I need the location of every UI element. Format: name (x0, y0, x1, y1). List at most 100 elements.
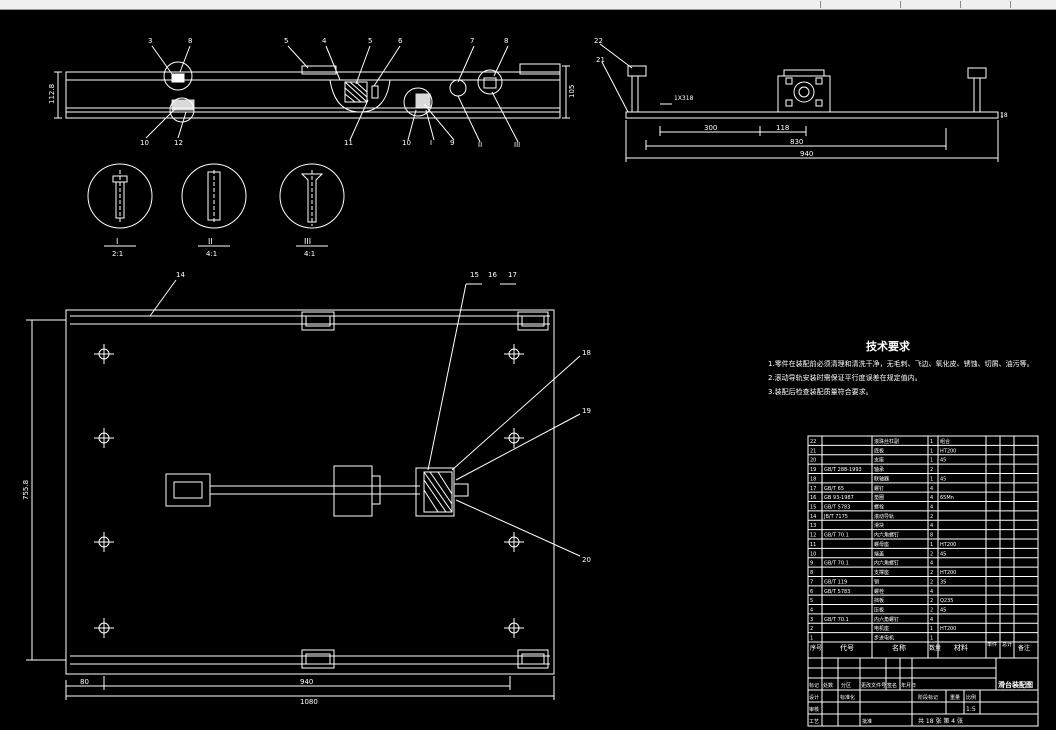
bom-cell: 4 (930, 495, 933, 501)
balloon-label: 6 (398, 37, 403, 45)
bom-header-cell: 序号 (810, 644, 822, 652)
side-view (599, 43, 1003, 162)
bom-cell: 18 (810, 476, 816, 482)
bom-cell: 4 (930, 523, 933, 529)
bom-cell: HT200 (940, 570, 956, 576)
balloon-label: 14 (176, 271, 185, 279)
dim-front-right: 105 (568, 85, 576, 98)
title-block-label: 审核 (809, 706, 819, 713)
bom-cell: 45 (940, 458, 946, 464)
title-block-label: 批准 (862, 718, 872, 725)
bom-cell: JB/T 7175 (823, 514, 848, 520)
balloon-label: 5 (284, 37, 288, 45)
bom-cell: 4 (930, 617, 933, 623)
bom-header-cell: 总计 (1002, 641, 1012, 648)
bom-cell: 2 (930, 598, 933, 604)
bom-cell: 电机座 (874, 625, 889, 632)
bom-cell: 螺钉 (874, 485, 884, 492)
bom-cell: 压板 (874, 607, 884, 614)
bom-cell: HT200 (940, 542, 956, 548)
bom-cell: 20 (810, 458, 816, 464)
bom-cell: 17 (810, 486, 816, 492)
bom-cell: 2 (810, 626, 813, 632)
dim-plan-left: 80 (80, 678, 89, 686)
front-view-labels: 3 8 5 4 5 6 7 8 10 12 11 10 I 9 II III 1… (48, 37, 576, 149)
tech-req-item: 2.滚动导轨安装时需保证平行度误差在规定值内。 (768, 373, 922, 382)
bom-cell: 8 (930, 533, 933, 539)
titlebar-divider (1010, 1, 1011, 8)
bom-cell: GB/T 65 (824, 486, 844, 492)
bom-cell: 9 (810, 561, 813, 567)
bom-cell: 14 (810, 514, 816, 520)
dim-side-3: 830 (790, 138, 803, 146)
detail-scale-2: 4:1 (206, 250, 217, 258)
bom-cell: 2 (930, 570, 933, 576)
bom-cell: 16 (810, 495, 816, 501)
bom-cell: 螺栓 (874, 588, 884, 595)
bom-cell: 步进电机 (874, 635, 894, 642)
bom-header-cell: 名称 (892, 643, 906, 652)
dim-side-right: 18 (1000, 112, 1008, 119)
bom-cell: 6 (810, 589, 813, 595)
bom-cell: 底板 (874, 447, 884, 454)
mounting-holes (94, 344, 524, 638)
bom-cell: 2 (930, 608, 933, 614)
bom-cell: 2 (930, 551, 933, 557)
bom-cell: 联轴器 (874, 475, 889, 482)
title-block-label: 标记 (809, 682, 819, 689)
bom-cell: 45 (940, 608, 946, 614)
balloon-label: 5 (368, 37, 372, 45)
balloon-label: 15 (470, 271, 479, 279)
bom-cell: 4 (930, 505, 933, 511)
bom-header-cell: 材料 (954, 643, 968, 652)
balloon-label: 10 (140, 139, 149, 147)
bom-cell: 螺栓 (874, 504, 884, 511)
balloon-label: 4 (322, 37, 327, 45)
gap-label: 1X318 (674, 95, 694, 102)
dim-side-4: 940 (800, 150, 813, 158)
bom-cell: 滚珠丝杠副 (874, 438, 899, 445)
bom-cell: 5 (810, 598, 813, 604)
bom-cell: GB/T 70.1 (824, 561, 849, 567)
detail-view-labels: I 2:1 II 4:1 III 4:1 (112, 237, 315, 258)
plan-view (26, 279, 581, 700)
balloon-label: 8 (188, 37, 192, 45)
balloon-label: 22 (594, 37, 603, 45)
bom-cell: 1 (930, 458, 933, 464)
detail-label-1: I (116, 237, 118, 246)
bom-table-lines (807, 435, 1039, 727)
bom-header: 序号 代号 名称 数量 材料 单件 总计 备注 (810, 641, 1030, 652)
balloon-label: 12 (174, 139, 183, 147)
detail-scale-3: 4:1 (304, 250, 315, 258)
bom-cell: 11 (810, 542, 816, 548)
bom-cell: 滚动导轨 (874, 513, 894, 520)
bom-cell: 19 (810, 467, 816, 473)
bom-cell: GB/T 288-1993 (824, 467, 862, 473)
bom-cell: GB/T 70.1 (824, 533, 849, 539)
title-block-label: 更改文件号 (861, 682, 886, 689)
bom-cell: 2 (930, 514, 933, 520)
bom-cell: 内六角螺钉 (874, 616, 899, 623)
bom-cell: 1 (810, 636, 813, 642)
bom-header-cell: 单件 (987, 641, 997, 648)
title-block-label: 签名 (887, 682, 897, 689)
bom-cell: 支撑座 (874, 569, 889, 576)
balloon-label: 7 (470, 37, 474, 45)
bom-cell: 组合 (940, 438, 950, 445)
bom-cell: 15 (810, 505, 816, 511)
bom-cell: 4 (930, 486, 933, 492)
bom-cell: 轴承 (874, 466, 884, 473)
bom-cell: 2 (930, 579, 933, 585)
plan-view-labels: 14 15 16 17 18 19 20 755.8 80 940 1080 (22, 271, 591, 706)
drawing-title: 滑台装配图 (998, 680, 1033, 689)
bom-cell: GB/T 70.1 (824, 617, 849, 623)
detail-views (87, 163, 345, 247)
bom-cell: 8 (810, 570, 813, 576)
bom-cell: 4 (930, 561, 933, 567)
bom-cell: 12 (810, 533, 816, 539)
titlebar-divider (900, 1, 901, 8)
title-block-label: 设计 (809, 694, 819, 701)
